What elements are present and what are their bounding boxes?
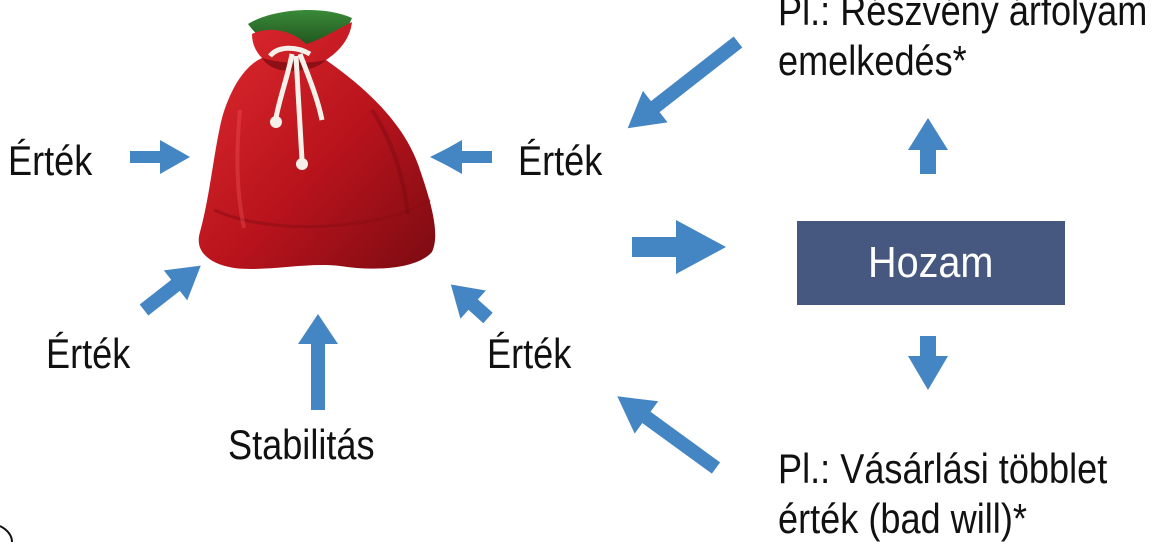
top-example-line1: Pl.: Részvény árfolyam xyxy=(778,0,1148,34)
yield-box: Hozam xyxy=(797,221,1065,305)
value-label-bottom-left: Érték xyxy=(46,330,131,377)
red-sack-icon xyxy=(198,10,436,269)
bottom-example-line2: érték (bad will)* xyxy=(778,495,1027,542)
value-label-bottom-right: Érték xyxy=(487,330,572,377)
stability-label: Stabilitás xyxy=(228,421,375,468)
arrow-icon xyxy=(139,265,201,316)
value-label-middle: Érték xyxy=(518,137,603,184)
yield-label: Hozam xyxy=(868,238,994,287)
value-label-left: Érték xyxy=(8,137,93,184)
arrow-icon xyxy=(627,36,743,129)
stray-mark xyxy=(0,525,13,542)
arrow-icon xyxy=(298,314,338,410)
arrow-icon xyxy=(908,336,948,390)
arrow-icon xyxy=(450,284,493,324)
top-example-text: Pl.: Részvény árfolyam emelkedés* xyxy=(778,0,1156,86)
bottom-example-text: Pl.: Vásárlási többlet érték (bad will)* xyxy=(778,444,1156,544)
arrows xyxy=(130,36,948,474)
top-example-line2: emelkedés* xyxy=(778,37,967,84)
arrow-icon xyxy=(617,396,721,474)
arrow-icon xyxy=(430,141,492,173)
arrow-icon xyxy=(632,220,726,274)
arrow-icon xyxy=(130,140,190,174)
bottom-example-line1: Pl.: Vásárlási többlet xyxy=(778,445,1108,492)
arrow-icon xyxy=(908,118,948,174)
